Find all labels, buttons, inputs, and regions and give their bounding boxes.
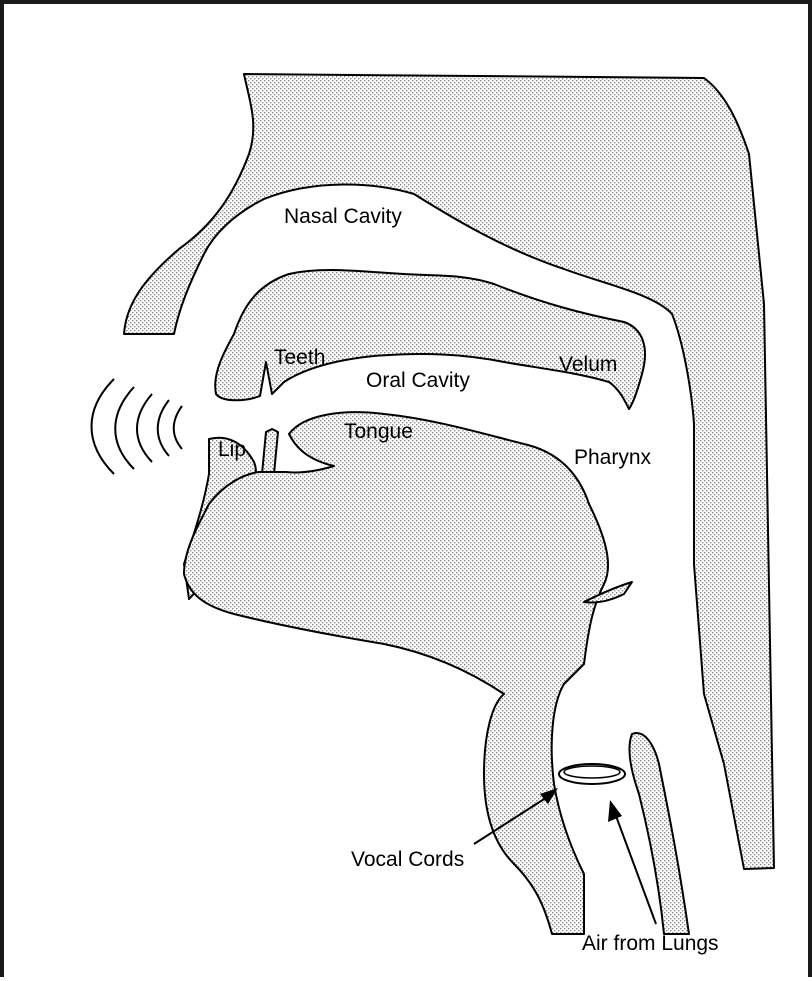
- label-velum: Velum: [559, 353, 617, 376]
- label-oral-cavity: Oral Cavity: [366, 369, 470, 392]
- lower-tooth: [262, 429, 278, 474]
- label-vocal-cords: Vocal Cords: [351, 848, 464, 871]
- label-pharynx: Pharynx: [574, 446, 652, 469]
- vocal-cords-shape: [559, 764, 625, 784]
- label-nasal-cavity: Nasal Cavity: [284, 205, 402, 228]
- label-teeth: Teeth: [274, 346, 325, 369]
- vocal-tract-diagram: Nasal Cavity Teeth Oral Cavity Velum Ton…: [4, 4, 812, 981]
- label-air-from-lungs: Air from Lungs: [582, 932, 719, 955]
- trachea-wall: [630, 733, 689, 934]
- label-tongue: Tongue: [344, 420, 413, 443]
- sound-waves: [92, 379, 183, 474]
- label-lip: Lip: [218, 438, 246, 461]
